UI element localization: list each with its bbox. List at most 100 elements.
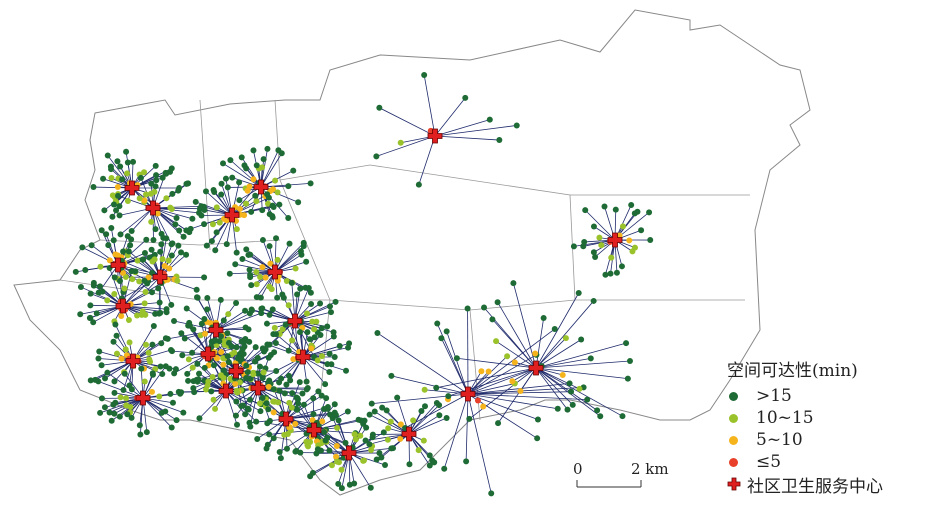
- residential-point: [532, 350, 539, 357]
- health-center-marker: [208, 322, 224, 338]
- residential-point: [233, 398, 240, 405]
- residential-point: [95, 378, 102, 385]
- residential-point: [474, 397, 481, 404]
- health-center-marker: [152, 269, 168, 285]
- residential-point: [283, 445, 290, 452]
- residential-point: [194, 360, 201, 367]
- residential-point: [318, 325, 325, 332]
- residential-point: [203, 242, 210, 249]
- residential-point: [106, 409, 113, 416]
- health-center-marker: [306, 422, 322, 438]
- residential-point: [598, 242, 605, 249]
- residential-point: [187, 225, 194, 232]
- residential-point: [152, 162, 159, 169]
- residential-point: [314, 446, 321, 453]
- residential-point: [236, 205, 243, 212]
- residential-point: [570, 243, 577, 250]
- residential-point: [265, 383, 272, 390]
- residential-point: [264, 191, 271, 198]
- connection-line: [267, 418, 287, 446]
- residential-point: [241, 343, 248, 350]
- residential-point: [619, 413, 626, 420]
- residential-point: [213, 204, 220, 211]
- residential-point: [136, 422, 143, 429]
- residential-point: [96, 348, 103, 355]
- residential-point: [129, 276, 136, 283]
- residential-point: [113, 350, 120, 357]
- residential-point: [173, 417, 180, 424]
- connection-line: [535, 367, 580, 390]
- residential-point: [616, 232, 623, 239]
- residential-point: [252, 192, 259, 199]
- residential-point: [101, 404, 108, 411]
- residential-point: [534, 435, 541, 442]
- residential-point: [137, 174, 144, 181]
- residential-point: [263, 400, 270, 407]
- residential-point: [209, 221, 216, 228]
- residential-point: [294, 406, 301, 413]
- residential-point: [326, 447, 333, 454]
- residential-point: [322, 437, 329, 444]
- residential-point: [117, 163, 124, 170]
- residential-point: [218, 180, 225, 187]
- residential-point: [331, 354, 338, 361]
- residential-point: [274, 189, 281, 196]
- residential-point: [590, 249, 597, 256]
- residential-point: [436, 412, 443, 419]
- residential-point: [126, 339, 133, 346]
- residential-point: [245, 406, 252, 413]
- health-center-marker: [125, 353, 141, 369]
- residential-point: [204, 295, 211, 302]
- residential-point: [262, 274, 269, 281]
- residential-point: [210, 186, 217, 193]
- connection-line: [434, 97, 466, 137]
- residential-point: [218, 191, 225, 198]
- residential-point: [288, 404, 295, 411]
- residential-point: [116, 212, 123, 219]
- connection-line: [115, 324, 134, 362]
- residential-point: [496, 137, 503, 144]
- residential-point: [256, 363, 263, 370]
- residential-point: [369, 431, 376, 438]
- residential-point: [275, 399, 282, 406]
- residential-point: [332, 411, 339, 418]
- connection-line: [167, 329, 217, 340]
- residential-point: [242, 411, 249, 418]
- connection-line: [215, 312, 262, 331]
- residential-point: [287, 377, 294, 384]
- residential-point: [105, 242, 112, 249]
- residential-point: [87, 377, 94, 384]
- connection-line: [535, 292, 580, 369]
- residential-point: [254, 435, 261, 442]
- residential-point: [172, 221, 179, 228]
- connection-line: [260, 153, 283, 188]
- connection-line: [467, 393, 588, 400]
- residential-point: [239, 256, 246, 263]
- residential-point: [110, 237, 117, 244]
- residential-point: [126, 382, 133, 389]
- residential-point: [306, 336, 313, 343]
- residential-point: [303, 310, 310, 317]
- residential-point: [259, 394, 266, 401]
- health-center-marker: [145, 200, 161, 216]
- residential-point: [169, 240, 176, 247]
- residential-point: [168, 205, 175, 212]
- residential-point: [208, 238, 215, 245]
- residential-point: [378, 454, 385, 461]
- residential-point: [243, 200, 250, 207]
- study-area-outline: [13, 9, 811, 496]
- residential-point: [259, 264, 266, 271]
- residential-point: [226, 270, 233, 277]
- residential-point: [601, 203, 608, 210]
- connection-line: [377, 332, 469, 395]
- residential-point: [259, 374, 266, 381]
- residential-point: [87, 314, 94, 321]
- residential-point: [77, 311, 84, 318]
- residential-point: [163, 195, 170, 202]
- residential-point: [362, 437, 369, 444]
- residential-point: [327, 309, 334, 316]
- legend-item-le5: ≤5: [727, 451, 883, 473]
- residential-point: [125, 248, 132, 255]
- residential-point: [98, 395, 105, 402]
- residential-point: [317, 331, 324, 338]
